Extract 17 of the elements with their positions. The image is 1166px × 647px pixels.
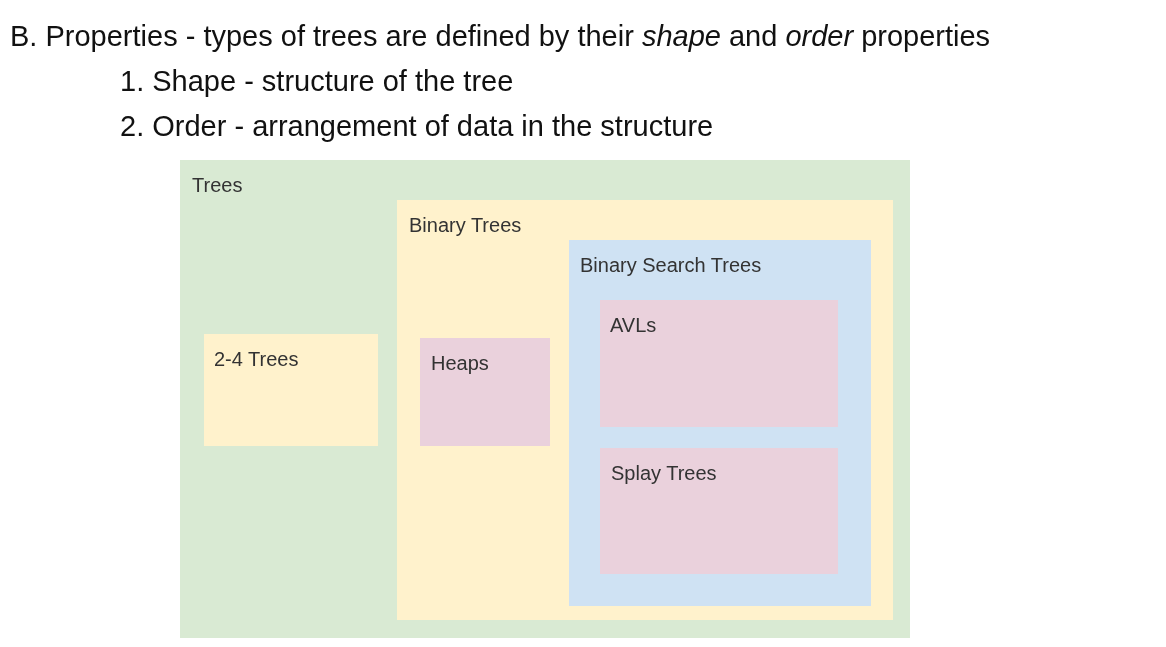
category-panel	[569, 240, 871, 606]
category-label: Splay Trees	[611, 462, 717, 485]
list-item: 2. Order - arrangement of data in the structure	[120, 110, 714, 143]
category-panel	[420, 338, 550, 446]
category-label: Heaps	[431, 352, 489, 375]
category-label: 2-4 Trees	[214, 348, 299, 371]
category-panel	[600, 448, 838, 574]
heading: B. Properties - types of trees are defined by their shape and order properties	[10, 20, 991, 53]
category-panel	[204, 334, 378, 446]
category-panel	[397, 200, 893, 620]
list-item: 1. Shape - structure of the tree	[120, 65, 514, 98]
category-label: Trees	[192, 174, 243, 197]
category-panel	[180, 160, 910, 638]
category-label: Binary Search Trees	[580, 254, 762, 277]
category-label: Binary Trees	[409, 214, 522, 237]
category-panel	[600, 300, 838, 427]
category-label: AVLs	[610, 314, 657, 337]
